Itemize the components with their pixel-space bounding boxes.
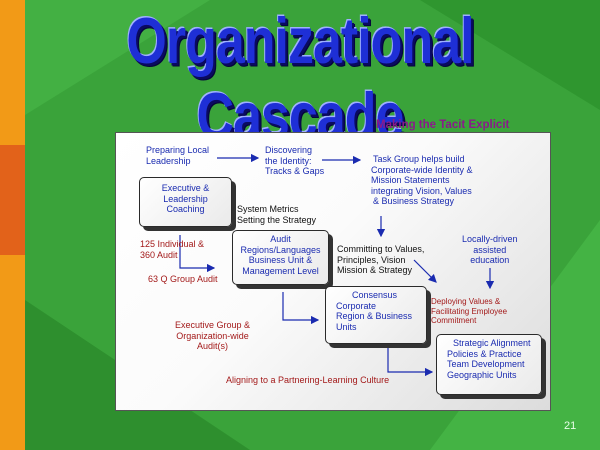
strategic-line-2: Policies & Practice (447, 348, 522, 359)
consensus-line-3: Region & Business (336, 311, 413, 321)
strategic-line-1: Strategic Alignment (453, 338, 531, 348)
audit-line-3: Business Unit & (248, 255, 313, 265)
arrow-commit-deploy (413, 259, 437, 283)
exec-line-2: Leadership (163, 193, 208, 204)
red-side-stripe (0, 145, 25, 255)
box-consensus: Consensus Corporate Region & Business Un… (325, 286, 427, 344)
audit-line-1: Audit (270, 234, 291, 244)
consensus-line-4: Units (336, 321, 357, 332)
label-63q-audit: 63 Q Group Audit (148, 274, 218, 284)
strategic-line-3: Team Development (447, 359, 525, 369)
label-125-audit: 125 Individual &360 Audit (140, 239, 205, 260)
audit-line-2: Regions/Languages (240, 244, 321, 255)
exec-line-3: Coaching (166, 204, 205, 214)
slide-title: Organizational Cascade (126, 5, 474, 153)
page-number: 21 (564, 420, 577, 432)
label-task-group: Task Group helps build Corporate-wide Id… (371, 154, 473, 206)
box-executive-coaching: Executive & Leadership Coaching (139, 177, 232, 227)
audit-line-4: Management Level (242, 265, 319, 276)
label-aligning-culture: Aligning to a Partnering-Learning Cultur… (226, 375, 390, 385)
exec-line-1: Executive & (161, 183, 210, 193)
slide-subtitle: Making the Tacit Explicit (376, 119, 510, 131)
box-audit: Audit Regions/Languages Business Unit & … (232, 230, 329, 285)
strategic-line-4: Geographic Units (447, 369, 517, 380)
arrow-consensus-strategic (387, 347, 434, 377)
arrow-exec-audit (179, 235, 216, 273)
consensus-line-1: Consensus (352, 290, 398, 300)
consensus-line-2: Corporate (336, 300, 377, 311)
box-strategic-alignment: Strategic Alignment Policies & Practice … (436, 334, 542, 395)
arrow-audit-consensus (282, 292, 320, 325)
